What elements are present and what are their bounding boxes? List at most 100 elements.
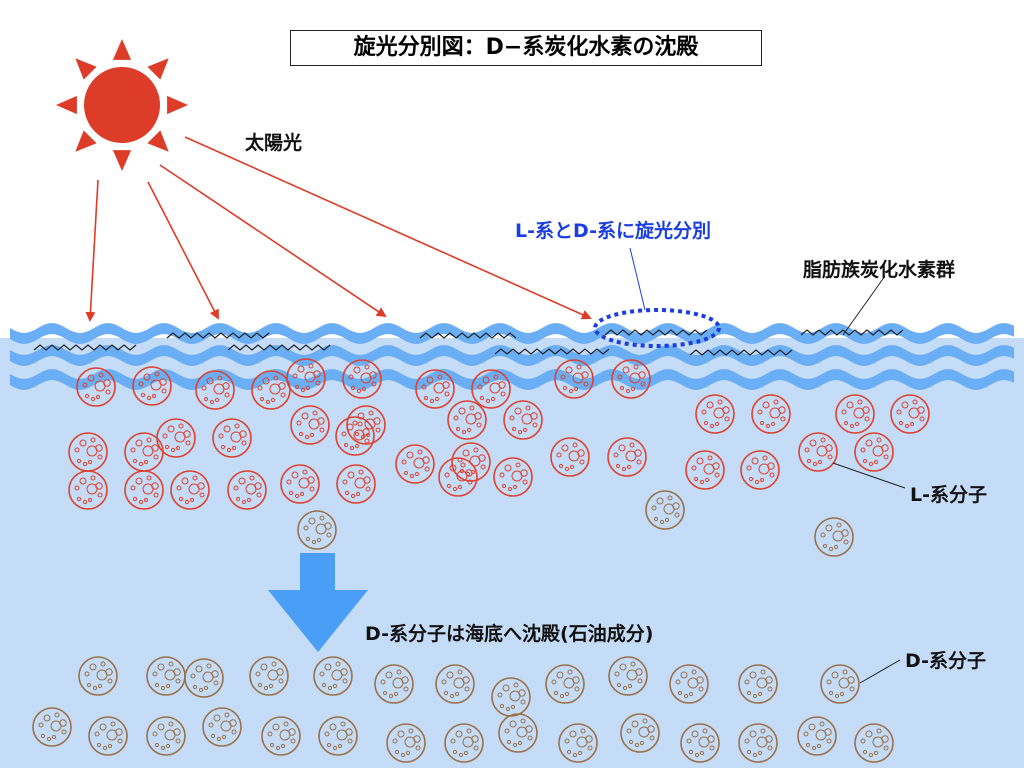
molecule-atom [313,370,321,378]
molecule-atom [271,661,277,667]
molecule-atom [160,685,166,691]
molecule-atom [474,412,482,420]
molecule-atom [79,477,87,485]
molecule-atom [346,423,354,431]
molecule-atom [255,671,261,677]
molecule-atom [170,447,176,453]
molecule-atom [87,374,95,382]
molecule-atom [744,679,750,685]
molecule-atom [315,380,321,386]
molecule-atom [408,728,414,734]
molecule-outline [554,359,594,399]
molecule-outline [695,394,735,434]
molecule-atom [621,466,627,472]
molecule-atom [618,444,626,452]
molecule-atom [135,477,143,485]
molecule-atom [746,690,752,696]
molecule-atom [181,477,189,485]
molecule-atom [696,676,704,684]
molecule-atom [638,371,646,379]
molecule-atom [577,750,583,756]
molecule-outline [88,716,128,756]
molecule-atom [579,459,585,465]
molecule-atom [455,730,463,738]
molecule-atom [259,396,265,402]
l-molecule [611,359,651,399]
molecule-atom [569,464,575,470]
l-molecule [607,437,647,477]
molecule-atom [485,398,491,404]
molecule-atom [95,394,101,400]
molecule-atom [344,490,350,496]
molecule-atom [585,735,593,743]
molecule-atom [222,382,230,390]
molecule-atom [107,678,113,684]
molecule-atom [256,492,262,498]
molecule-atom [709,423,715,429]
molecule-atom [706,401,714,409]
molecule-outline [78,656,118,696]
molecule-atom [292,373,298,379]
molecule-atom [640,381,646,387]
molecule-atom [634,742,640,748]
molecule-atom [321,682,327,688]
molecule-atom [87,459,93,465]
molecule-atom [767,462,775,470]
molecule-atom [216,736,222,742]
molecule-outline [611,359,651,399]
molecule-atom [206,377,214,385]
molecule-atom [576,364,582,370]
molecule-atom [401,676,409,684]
molecule-atom [409,473,415,479]
molecule-atom [348,374,354,380]
molecule-atom [630,386,636,392]
d-molecule [261,716,301,756]
molecule-atom [619,663,627,671]
molecule-atom [332,683,338,689]
molecule-atom [693,476,699,482]
molecule-atom [257,682,263,688]
molecule-outline [313,656,353,696]
molecule-atom [717,399,723,405]
molecule-atom [556,452,562,458]
molecule-atom [634,449,642,457]
molecule-atom [744,738,750,744]
molecule-atom [324,522,332,530]
molecule-outline [212,418,252,458]
molecule-atom [345,728,353,736]
molecule-atom [919,416,925,422]
molecule-atom [862,458,868,464]
molecule-atom [423,395,429,401]
molecule-atom [862,406,870,414]
molecule-atom [286,479,292,485]
molecule-atom [444,472,450,478]
d-molecule-label: D-系分子 [905,650,987,672]
molecule-atom [581,371,589,379]
molecule-atom [164,444,170,450]
molecule-atom [105,668,113,676]
hydrocarbon-chain [689,349,793,356]
molecule-outline [132,366,172,406]
molecule-atom [841,529,849,537]
molecule-atom [467,479,473,485]
molecule-atom [473,447,479,453]
molecule-atom [860,738,866,744]
molecule-atom [319,671,325,677]
molecule-atom [257,385,263,391]
molecule-atom [769,472,775,478]
molecule-atom [235,496,241,502]
sun-ray [147,130,169,152]
molecule-atom [43,714,51,722]
molecule-atom [617,374,623,380]
l-molecule [550,437,590,477]
molecule-atom [316,537,322,543]
molecule-atom [465,469,473,477]
molecule-atom [778,406,786,414]
molecule-atom [572,442,578,448]
molecule-atom [291,471,299,479]
l-molecule [395,444,435,484]
molecule-atom [329,723,337,731]
l-molecule [890,394,930,434]
molecule-atom [417,449,423,455]
